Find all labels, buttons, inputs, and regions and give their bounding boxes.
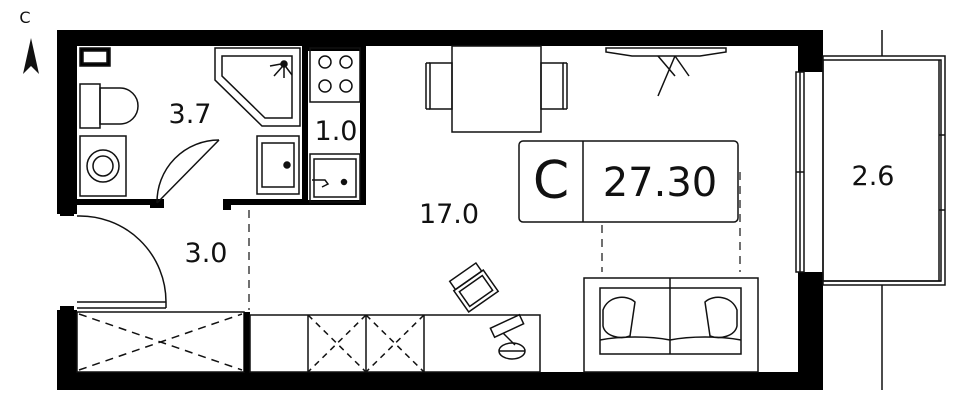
shower-icon	[214, 47, 301, 127]
sofa-icon	[583, 277, 759, 373]
room-area-balcony: 2.6	[852, 161, 895, 192]
entrance-door	[76, 215, 167, 309]
dining-set	[425, 45, 568, 133]
chair-left-icon	[425, 62, 453, 110]
north-arrow-icon	[23, 38, 39, 74]
compass-label: С	[19, 8, 30, 27]
tv-icon	[605, 47, 727, 97]
compass: С	[19, 8, 39, 74]
bathroom-door	[156, 139, 220, 204]
zone-separators	[248, 172, 741, 310]
apartment-type: С	[533, 151, 569, 211]
balcony	[795, 30, 946, 390]
counter-icon	[249, 314, 541, 373]
kitchen-sink-icon	[309, 153, 361, 203]
cabinet-crosses	[307, 314, 425, 373]
lamp-icon	[489, 313, 526, 360]
cabinet-icon	[79, 47, 111, 67]
washing-machine-icon	[79, 135, 127, 197]
dining-table-icon	[451, 45, 542, 133]
total-area: 27.30	[603, 160, 718, 206]
bathroom-fixtures	[79, 47, 301, 197]
outer-walls	[57, 30, 823, 390]
bottom-storage	[76, 311, 541, 373]
room-area-bathroom: 3.7	[169, 99, 212, 130]
room-area-living: 17.0	[419, 199, 479, 230]
room-labels: 3.7 1.0 3.0 17.0 2.6	[169, 99, 895, 269]
apartment-badge: С 27.30	[518, 140, 739, 223]
stove-icon	[309, 47, 361, 103]
armchair-icon	[448, 261, 500, 314]
chair-right-icon	[540, 62, 568, 110]
room-area-hallway: 3.0	[185, 238, 228, 269]
sink-icon	[256, 135, 300, 195]
room-area-wc: 1.0	[315, 116, 358, 147]
toilet-icon	[79, 83, 139, 129]
kitchen	[309, 47, 361, 203]
